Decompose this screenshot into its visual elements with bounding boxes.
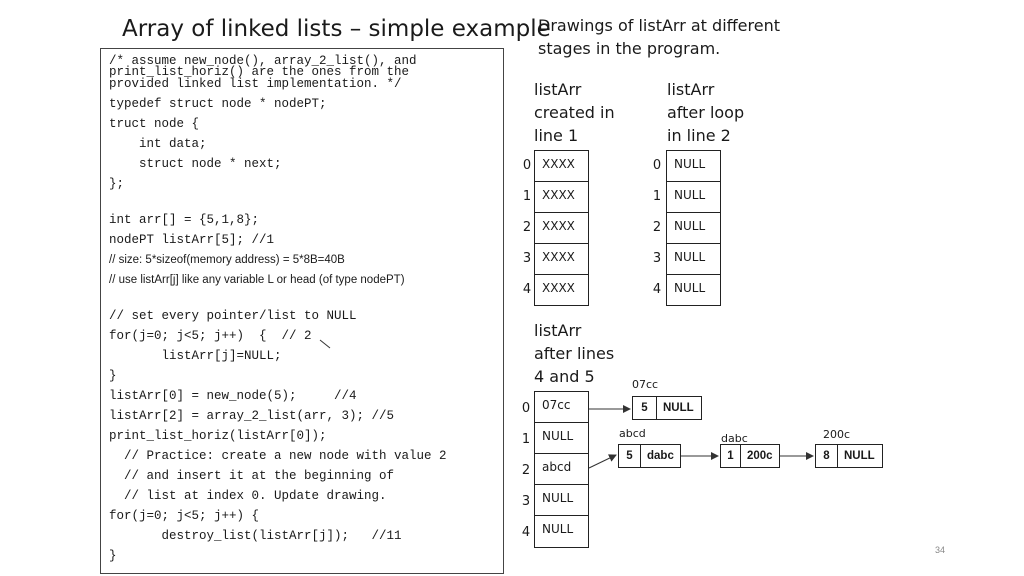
- node-next: NULL: [663, 402, 694, 414]
- node-address: dabc: [721, 432, 748, 445]
- array-header-line: line 1: [534, 126, 579, 145]
- code-line-usage-note: // use listArr[j] like any variable L or…: [109, 274, 405, 286]
- code-line-practice-2: // and insert it at the beginning of: [109, 469, 395, 483]
- code-line-size-note: // size: 5*sizeof(memory address) = 5*8B…: [109, 254, 345, 266]
- array-2-index: 4: [652, 282, 662, 297]
- array-3-header: listArr after lines 4 and 5: [534, 319, 614, 388]
- code-line-new-node: listArr[0] = new_node(5); //4: [109, 389, 357, 403]
- array-header-line: after lines: [534, 344, 615, 363]
- array-3-cell: NULL: [534, 422, 589, 454]
- code-line-practice-1: // Practice: create a new node with valu…: [109, 449, 447, 463]
- pen-tick-mark: [319, 339, 331, 349]
- list-node: 5 dabc: [618, 444, 681, 468]
- list-node: 5 NULL: [632, 396, 702, 420]
- code-line-arr-decl: int arr[] = {5,1,8};: [109, 213, 260, 227]
- page-number: 34: [935, 545, 946, 555]
- slide-title: Array of linked lists – simple example: [122, 16, 551, 42]
- array-2-cell: NULL: [666, 212, 721, 244]
- array-header-line: listArr: [534, 321, 582, 340]
- code-line-struct-open: truct node {: [109, 117, 200, 131]
- array-1-index: 2: [522, 220, 532, 235]
- array-1-cell: XXXX: [534, 212, 589, 244]
- array-header-line: in line 2: [667, 126, 731, 145]
- code-line-array-2-list: listArr[2] = array_2_list(arr, 3); //5: [109, 409, 395, 423]
- array-3-index: 3: [521, 494, 531, 509]
- code-line-assign-null: listArr[j]=NULL;: [109, 349, 282, 363]
- array-3-index: 1: [521, 432, 531, 447]
- array-header-line: created in: [534, 103, 615, 122]
- code-line-destroy: destroy_list(listArr[j]); //11: [109, 529, 402, 543]
- array-1-index: 0: [522, 158, 532, 173]
- arrow-abcd-to-node: [588, 454, 617, 469]
- array-1-header: listArr created in line 1: [534, 78, 615, 147]
- code-line-print: print_list_horiz(listArr[0]);: [109, 429, 327, 443]
- array-2-cell: NULL: [666, 243, 721, 275]
- array-1-cell: XXXX: [534, 150, 589, 182]
- array-1-index: 3: [522, 251, 532, 266]
- array-3-cell: NULL: [534, 515, 589, 548]
- code-line-listarr-decl: nodePT listArr[5]; //1: [109, 233, 275, 247]
- array-2-index: 3: [652, 251, 662, 266]
- array-1-cell: XXXX: [534, 274, 589, 306]
- node-data: 5: [619, 445, 641, 467]
- array-header-line: 4 and 5: [534, 367, 595, 386]
- code-line-practice-3: // list at index 0. Update drawing.: [109, 489, 387, 503]
- node-next: NULL: [844, 450, 875, 462]
- node-next: dabc: [647, 450, 674, 462]
- array-2-cell: NULL: [666, 150, 721, 182]
- caption-line: Drawings of listArr at different: [538, 16, 780, 35]
- node-next: 200c: [747, 450, 773, 462]
- code-line-struct-close: };: [109, 177, 125, 191]
- array-2-index: 0: [652, 158, 662, 173]
- code-line-comment-3: provided linked list implementation. */: [109, 77, 402, 91]
- code-line-for-init: for(j=0; j<5; j++) { // 2: [109, 329, 312, 343]
- array-header-line: listArr: [534, 80, 582, 99]
- code-panel: /* assume new_node(), array_2_list(), an…: [100, 48, 504, 574]
- array-header-line: listArr: [667, 80, 715, 99]
- caption-line: stages in the program.: [538, 39, 721, 58]
- array-1-index: 1: [522, 189, 532, 204]
- code-line-for-close-1: }: [109, 369, 117, 383]
- array-2-cell: NULL: [666, 181, 721, 213]
- code-line-field-data: int data;: [109, 137, 207, 151]
- array-2-header: listArr after loop in line 2: [667, 78, 744, 147]
- list-node: 1 200c: [720, 444, 780, 468]
- drawings-caption: Drawings of listArr at different stages …: [538, 14, 780, 60]
- array-3-index: 4: [521, 525, 531, 540]
- node-data: 8: [816, 445, 838, 467]
- list-node: 8 NULL: [815, 444, 883, 468]
- array-3-cell: NULL: [534, 484, 589, 516]
- node-address: 200c: [823, 428, 851, 441]
- array-1-index: 4: [522, 282, 532, 297]
- array-2-index: 2: [652, 220, 662, 235]
- node-address: 07cc: [632, 378, 659, 391]
- code-line-for-destroy: for(j=0; j<5; j++) {: [109, 509, 260, 523]
- code-line-comment-1: /* assume new_node(), array_2_list(), an…: [109, 54, 417, 68]
- code-line-comment-2: print_list_horiz() are the ones from the: [109, 65, 410, 79]
- code-line-null-comment: // set every pointer/list to NULL: [109, 309, 357, 323]
- node-address: abcd: [619, 427, 646, 440]
- node-data: 1: [721, 445, 741, 467]
- array-2-index: 1: [652, 189, 662, 204]
- node-data: 5: [633, 397, 657, 419]
- code-line-for-close-2: }: [109, 549, 117, 563]
- array-1-cell: XXXX: [534, 181, 589, 213]
- code-line-field-next: struct node * next;: [109, 157, 282, 171]
- array-3-cell: 07cc: [534, 391, 589, 423]
- array-header-line: after loop: [667, 103, 745, 122]
- code-line-typedef: typedef struct node * nodePT;: [109, 97, 327, 111]
- array-3-index: 0: [521, 401, 531, 416]
- array-3-index: 2: [521, 463, 531, 478]
- array-2-cell: NULL: [666, 274, 721, 306]
